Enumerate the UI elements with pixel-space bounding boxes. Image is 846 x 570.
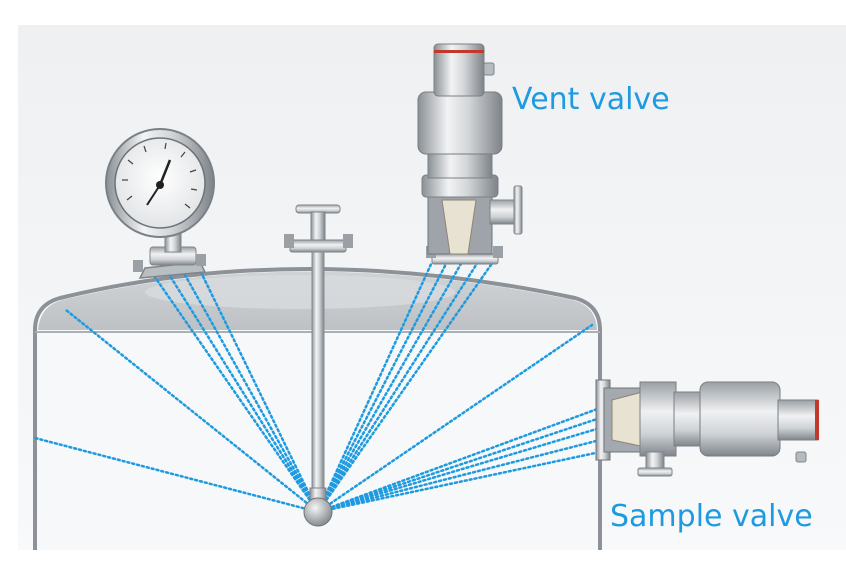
spray-ball-icon <box>303 497 333 527</box>
spray-line <box>33 436 320 514</box>
vent-valve-icon <box>417 43 523 265</box>
spray-lance <box>284 204 353 501</box>
spray-line <box>178 264 320 514</box>
spray-line <box>148 268 320 514</box>
spray-line <box>194 260 320 514</box>
pressure-gauge-icon <box>105 128 215 279</box>
sample-valve-label: Sample valve <box>610 499 813 534</box>
spray-line <box>64 308 320 514</box>
spray-line <box>316 260 434 514</box>
spray-line <box>316 426 602 514</box>
spray-line <box>316 260 449 514</box>
spray-line <box>316 438 602 514</box>
spray-line <box>316 323 594 514</box>
spray-line <box>316 450 602 514</box>
spray-pattern <box>33 260 602 514</box>
spray-line <box>316 416 602 514</box>
spray-line <box>316 406 602 514</box>
spray-line <box>163 266 320 514</box>
spray-line <box>316 260 464 514</box>
sample-valve-icon <box>595 379 819 477</box>
vent-valve-label: Vent valve <box>512 82 670 117</box>
dome-highlight <box>145 275 455 309</box>
spray-line <box>316 260 480 514</box>
spray-line <box>316 260 495 514</box>
